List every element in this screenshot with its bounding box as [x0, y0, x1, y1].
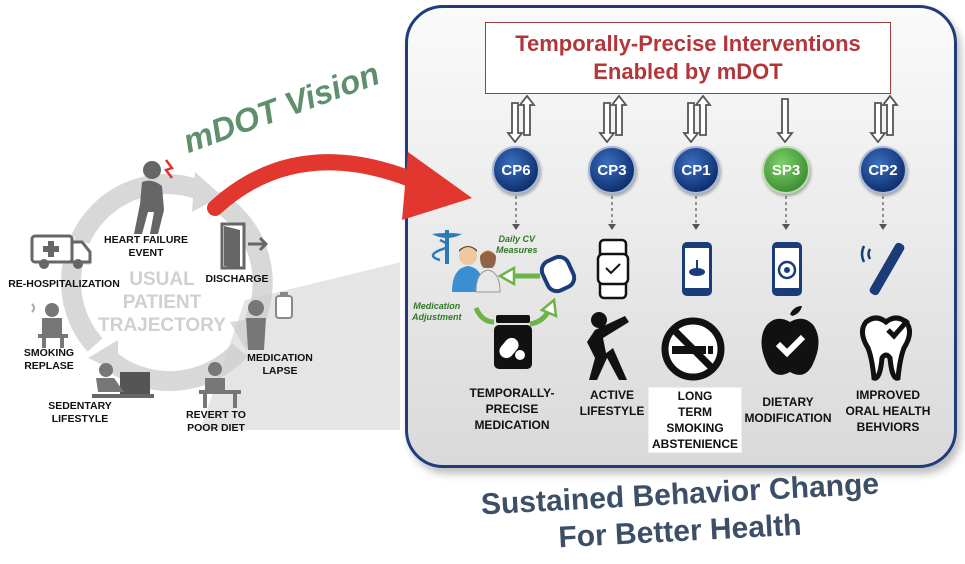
no-smoking-icon [661, 317, 725, 381]
medication-lapse-icon [246, 292, 293, 350]
title-line-1: Temporally-Precise Interventions [515, 31, 861, 56]
dashed-connectors [512, 196, 887, 230]
discharge-label: DISCHARGE [205, 273, 269, 285]
smoking-person-icon [31, 303, 68, 348]
pill-bottle-icon [494, 315, 532, 369]
smoking-app-phone-icon [682, 242, 712, 296]
smartwatch-icon [539, 254, 577, 294]
project-cp1: CP1 [672, 146, 720, 194]
discharge-door-icon [220, 222, 269, 270]
doctors-icon [452, 246, 501, 293]
project-cp2: CP2 [859, 146, 907, 194]
diet-app-phone-icon [772, 242, 802, 296]
ambulance-icon [30, 234, 92, 269]
tooth-icon [860, 315, 912, 381]
title-line-2: Enabled by mDOT [593, 59, 783, 84]
caduceus-icon [431, 230, 462, 264]
green-flow-arrows [473, 265, 558, 327]
panel-title: Temporally-Precise Interventions Enabled… [485, 22, 891, 94]
heart-failure-person-icon [134, 159, 175, 234]
rehospitalization-label: RE-HOSPITALIZATION [8, 278, 120, 290]
sedentary-icon [92, 363, 154, 398]
vision-arrow [207, 152, 472, 220]
fitness-watch-icon [596, 238, 630, 300]
project-cp6: CP6 [492, 146, 540, 194]
project-sp3: SP3 [762, 146, 810, 194]
toothbrush-icon [860, 242, 905, 296]
stretching-person-icon [587, 312, 629, 380]
poor-diet-icon [199, 362, 241, 408]
bidirectional-arrows [506, 95, 899, 143]
apple-check-icon [761, 306, 819, 375]
project-cp3: CP3 [588, 146, 636, 194]
